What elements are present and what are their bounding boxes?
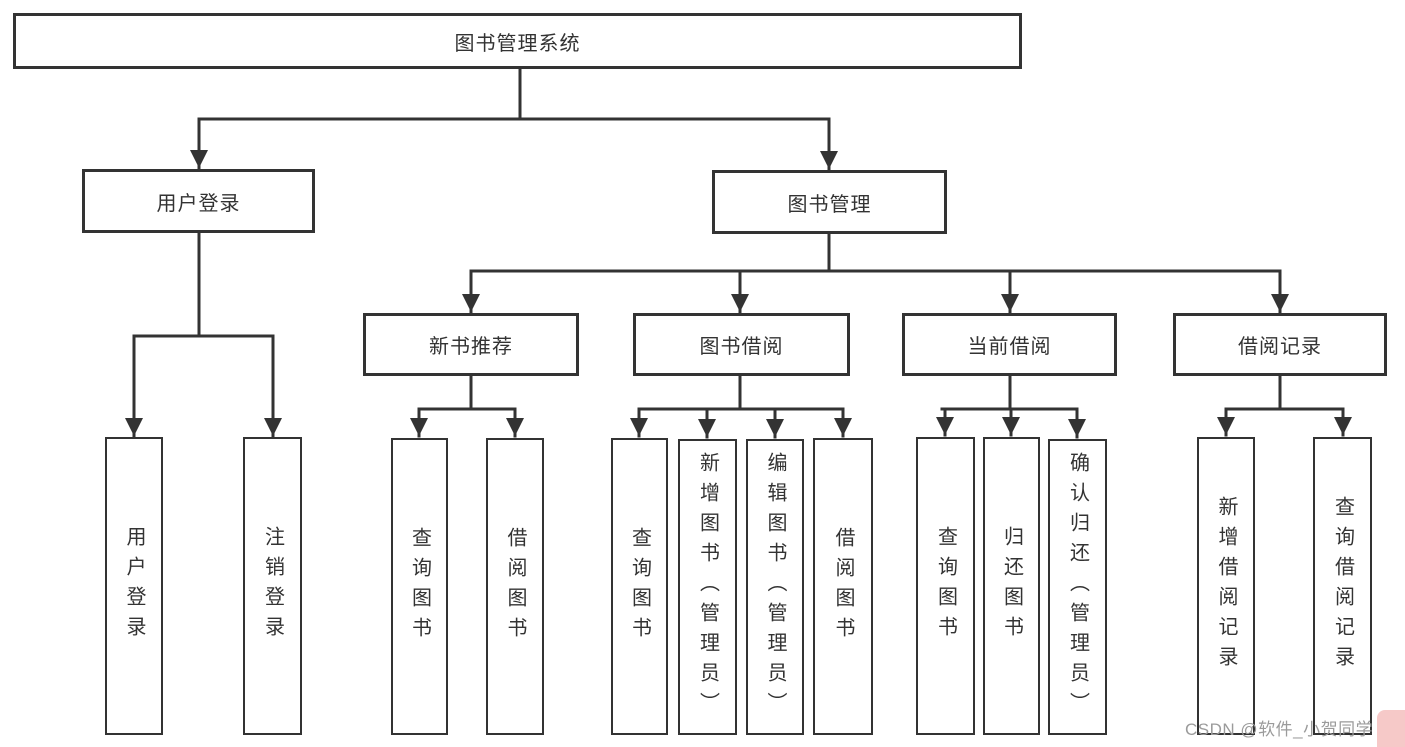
leaf-query-books-recommend: 查询图书 bbox=[391, 438, 448, 735]
node-label: 确认归还（管理员） bbox=[1066, 452, 1089, 722]
leaf-add-books-admin: 新增图书（管理员） bbox=[678, 439, 737, 735]
node-label: 借阅图书 bbox=[504, 526, 526, 647]
node-label: 查询图书 bbox=[934, 526, 957, 646]
watermark: CSDN @软件_小贺同学 bbox=[1185, 720, 1374, 739]
node-book-management: 图书管理 bbox=[712, 170, 947, 234]
node-label: 图书管理 bbox=[787, 193, 872, 216]
leaf-query-books-current: 查询图书 bbox=[916, 437, 975, 735]
node-label: 查询图书 bbox=[628, 526, 651, 647]
leaf-logout: 注销登录 bbox=[243, 437, 302, 735]
node-label: 查询图书 bbox=[408, 526, 431, 647]
node-new-book-recommend: 新书推荐 bbox=[363, 313, 579, 376]
node-label: 借阅图书 bbox=[832, 526, 854, 647]
leaf-add-borrow-record: 新增借阅记录 bbox=[1197, 437, 1255, 735]
node-label: 归还图书 bbox=[1000, 526, 1023, 646]
node-library-management-system: 图书管理系统 bbox=[13, 13, 1022, 69]
node-user-login: 用户登录 bbox=[82, 169, 315, 233]
leaf-confirm-return-admin: 确认归还（管理员） bbox=[1048, 439, 1107, 735]
node-label: 用户登录 bbox=[123, 526, 145, 646]
node-label: 注销登录 bbox=[261, 526, 284, 646]
node-label: 编辑图书（管理员） bbox=[764, 452, 786, 722]
node-label: 新增借阅记录 bbox=[1215, 496, 1237, 676]
leaf-return-books: 归还图书 bbox=[983, 437, 1040, 735]
node-label: 图书借阅 bbox=[699, 336, 784, 358]
leaf-edit-books-admin: 编辑图书（管理员） bbox=[746, 439, 804, 735]
node-label: 查询借阅记录 bbox=[1331, 496, 1354, 676]
node-current-borrow: 当前借阅 bbox=[902, 313, 1117, 376]
leaf-user-login: 用户登录 bbox=[105, 437, 163, 735]
node-label: 图书管理系统 bbox=[454, 32, 581, 55]
node-borrow-records: 借阅记录 bbox=[1173, 313, 1387, 376]
leaf-query-books-borrow: 查询图书 bbox=[611, 438, 668, 735]
node-label: 用户登录 bbox=[156, 192, 241, 215]
node-book-borrow: 图书借阅 bbox=[633, 313, 850, 376]
node-label: 当前借阅 bbox=[967, 336, 1052, 358]
node-label: 新书推荐 bbox=[429, 336, 513, 358]
leaf-query-borrow-record: 查询借阅记录 bbox=[1313, 437, 1372, 735]
node-label: 新增图书（管理员） bbox=[696, 452, 719, 722]
leaf-borrow-books: 借阅图书 bbox=[813, 438, 873, 735]
leaf-borrow-books-recommend: 借阅图书 bbox=[486, 438, 544, 735]
csdn-logo-fragment bbox=[1377, 710, 1405, 747]
node-label: 借阅记录 bbox=[1238, 336, 1322, 358]
